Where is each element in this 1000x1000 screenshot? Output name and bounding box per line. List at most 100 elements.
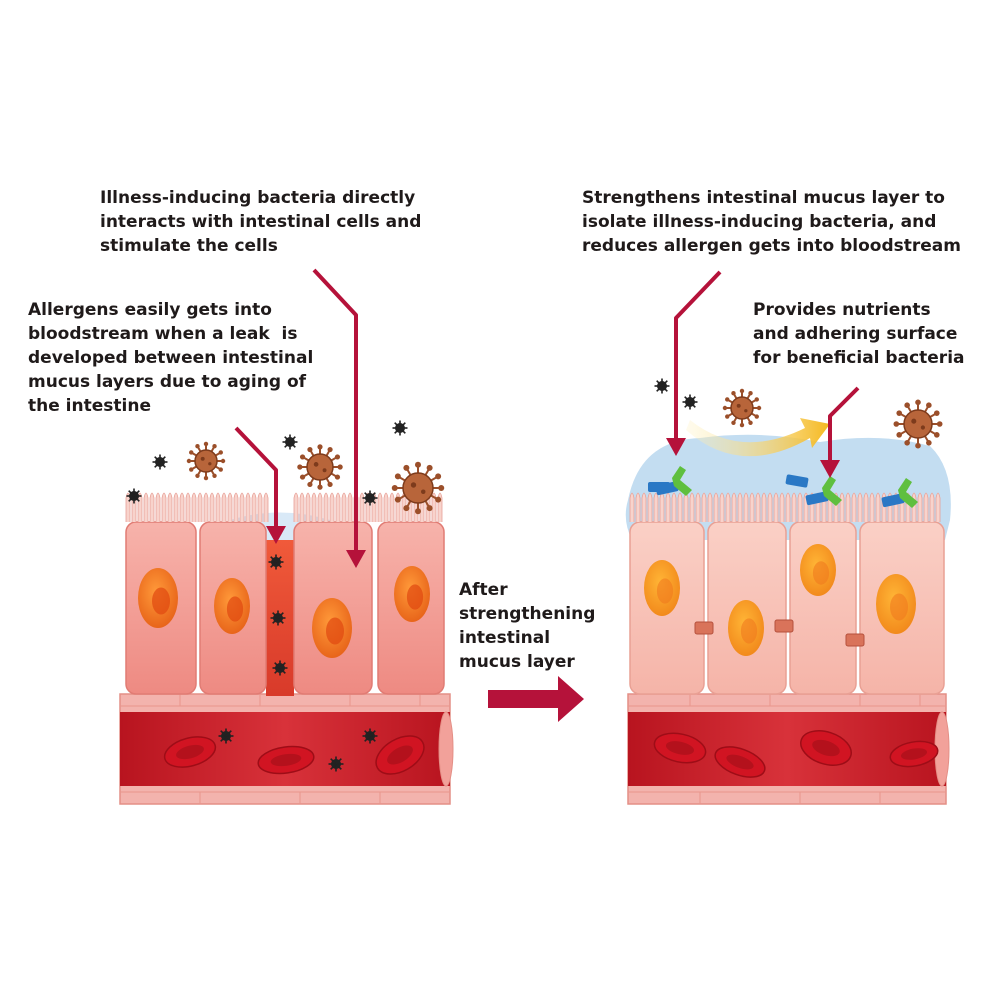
microvillus [311,492,317,522]
particle-spike [225,730,232,737]
virus-spike-tip [307,446,313,453]
virus-spike-tip [904,402,910,409]
microvillus [677,492,683,522]
label-bacteria-interaction: Illness-inducing bacteria directly inter… [100,186,421,258]
virus-spike-tip [394,473,401,480]
label-line: for beneficial bacteria [753,348,965,368]
microvillus [917,492,923,522]
label-strengthens-mucus: Strengthens intestinal mucus layer to is… [582,186,961,258]
receptor-green [672,466,692,496]
virus-spike-tip [915,442,921,449]
virus-body [903,409,933,439]
label-line: the intestine [28,396,151,416]
microvillus [389,492,395,522]
particle-spike [277,617,284,624]
virus-spike-tip [731,420,736,425]
red-blood-cell-center [387,745,413,765]
virus-spike-tip [722,405,728,411]
microvillus [659,492,665,522]
red-blood-cell-icon [800,730,852,766]
red-blood-cell-icon [889,740,939,768]
particle-spike [284,441,291,448]
particle-spike [289,441,296,448]
receptor-green [898,478,918,508]
label-line: intestinal [459,628,551,648]
particle-spike [279,667,286,674]
particle-spike [220,735,227,742]
microvillus [695,492,701,522]
particle-spike [684,396,691,403]
particle-spike [661,380,668,387]
virus-icon [186,441,226,481]
virus-spike-tip [933,432,940,438]
microvillus [653,492,659,522]
label-line: Illness-inducing bacteria directly [100,188,416,208]
microvillus [239,492,245,522]
virus-body [194,449,218,473]
virus-spike-tip [203,441,209,447]
arrowhead-mucus [666,438,686,456]
virus-spike-tip [189,467,194,472]
virus-spike-tip [391,485,398,491]
microvillus [173,492,179,522]
virus-spike-tip [915,399,921,406]
label-line: and adhering surface [753,324,958,344]
microvillus [257,492,263,522]
virus-spike-tip [195,444,200,449]
red-blood-cell-center [726,754,754,770]
label-line: Allergens easily gets into [28,300,272,320]
microvillus [923,492,929,522]
microvillus [293,492,299,522]
transition-arrow [488,676,584,722]
red-blood-cell-icon [163,736,217,768]
label-line: reduces allergen gets into bloodstream [582,236,961,256]
microvillus [749,492,755,522]
particle-spike [369,735,376,742]
virus-icon [391,461,445,515]
microvillus [185,492,191,522]
microvillus [725,492,731,522]
particle-spike [689,401,696,408]
label-allergen-leak: Allergens easily gets into bloodstream w… [28,298,313,418]
particle-spike [364,730,371,737]
microvillus [683,492,689,522]
virus-body [402,472,434,504]
red-blood-cell-icon [375,735,425,775]
label-line: stimulate the cells [100,236,278,256]
microvillus [635,492,641,522]
particle-spike [279,662,286,669]
nucleus-core [326,617,344,645]
label-line: After [459,580,508,600]
particle-spike [154,456,161,463]
receptor-icon [881,478,918,508]
particle-spike [272,617,279,624]
microvillus [629,492,635,522]
particle-spike [656,380,663,387]
microvillus [839,492,845,522]
tight-junction [845,633,865,647]
particle-spike [270,561,277,568]
particle-spike [364,497,371,504]
virus-spike-tip [893,421,900,427]
virus-spike-tip [327,446,333,453]
arrow-nutrients-pointer [828,386,860,462]
particle-spike [689,396,696,403]
microvillus [251,492,257,522]
allergen-particle-icon [392,420,408,436]
microvillus [197,492,203,522]
allergen-particle-icon [682,394,698,410]
allergen-particle-icon [272,660,288,676]
microvillus [323,492,329,522]
microvillus [869,492,875,522]
arrowhead-nutrients [820,460,840,478]
microvillus [167,492,173,522]
label-line: Provides nutrients [753,300,931,320]
virus-dot [744,409,748,413]
microvillus [779,492,785,522]
virus-spike-tip [403,464,410,471]
label-line: bloodstream when a leak is [28,324,298,344]
virus-dot [313,462,319,467]
microvillus [671,492,677,522]
microvillus [149,492,155,522]
